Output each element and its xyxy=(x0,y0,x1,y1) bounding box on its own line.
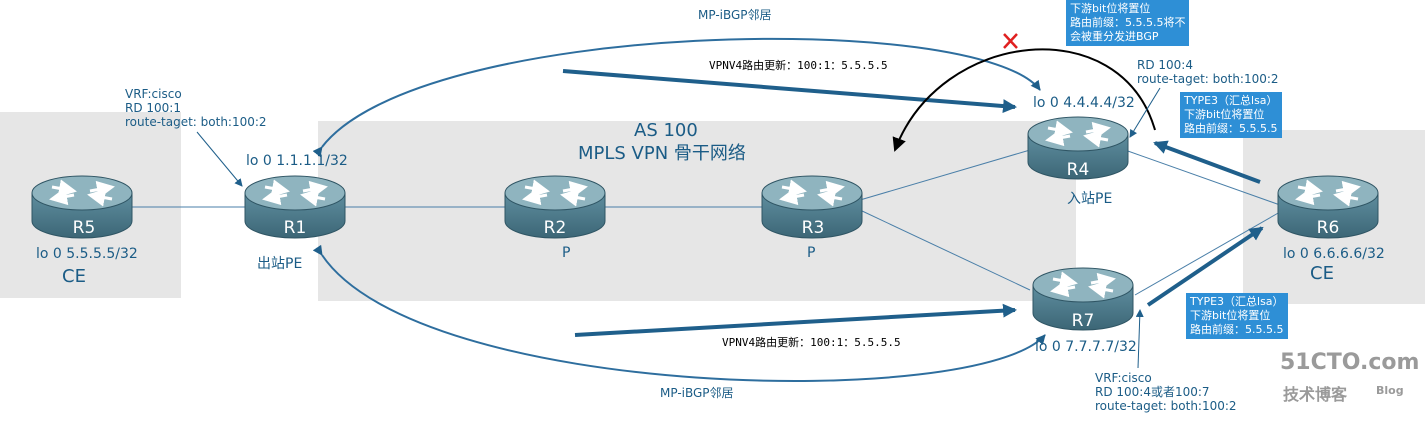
callout-redistribution: 下游bit位将置位 路由前缀：5.5.5.5将不 会被重分发进BGP xyxy=(1066,0,1190,46)
watermark-site: 51CTO.com xyxy=(1280,350,1420,375)
as-title: AS 100 xyxy=(634,120,698,141)
link-r3-r4 xyxy=(859,149,1031,201)
callout-lsa-r7: TYPE3（汇总lsa） 下游bit位将置位 路由前缀：5.5.5.5 xyxy=(1186,293,1288,339)
router-r3-icon xyxy=(761,175,863,239)
r4-name: R4 xyxy=(1066,160,1090,180)
vrf-r1-line: VRF:cisco xyxy=(125,87,182,101)
as-subtitle: MPLS VPN 骨干网络 xyxy=(578,143,746,164)
callout-line: 下游bit位将置位 xyxy=(1070,2,1151,15)
redistribution-blocked-arc xyxy=(892,48,1156,152)
vpnv4-label-top: VPNV4路由更新：100:1：5.5.5.5 xyxy=(709,59,888,72)
mpibgp-label-bottom: MP-iBGP邻居 xyxy=(660,386,734,400)
vpnv4-label-bottom: VPNV4路由更新：100:1：5.5.5.5 xyxy=(722,336,901,349)
callout-line: 路由前缀：5.5.5.5 xyxy=(1184,122,1278,135)
callout-line: TYPE3（汇总lsa） xyxy=(1190,295,1284,308)
vrf-r7-line: route-taget: both:100:2 xyxy=(1095,399,1237,413)
vpnv4-arrow-bottom xyxy=(574,303,1017,337)
r4-loopback: lo 0 4.4.4.4/32 xyxy=(1033,95,1135,111)
r5-role: CE xyxy=(62,266,86,287)
callout-line: 下游bit位将置位 xyxy=(1184,108,1265,121)
blocked-cross-icon xyxy=(1003,33,1018,49)
router-r7-icon xyxy=(1032,267,1134,331)
lsa-arrow-r6-r7 xyxy=(1146,226,1264,307)
r6-name: R6 xyxy=(1316,218,1340,238)
pointer-vrf-r7 xyxy=(1135,309,1144,369)
router-r1-icon xyxy=(244,175,346,239)
vpnv4-arrow-top xyxy=(562,69,1017,114)
note-pointers xyxy=(196,87,1161,369)
mpibgp-arc-top xyxy=(312,37,1041,158)
mpibgp-arc-bottom xyxy=(312,244,1046,382)
watermark-sub: 技术博客 xyxy=(1283,385,1348,404)
r5-name: R5 xyxy=(72,218,96,238)
vrf-r7-line: VRF:cisco xyxy=(1095,371,1152,385)
router-r4-icon xyxy=(1027,116,1129,180)
routers xyxy=(31,116,1379,331)
r4-role: 入站PE xyxy=(1067,191,1113,207)
r2-name: R2 xyxy=(543,218,567,238)
vrf-r4-line: RD 100:4 xyxy=(1137,58,1193,72)
vrf-r4-line: route-taget: both:100:2 xyxy=(1137,72,1279,86)
r7-name: R7 xyxy=(1071,311,1095,331)
router-r6-icon xyxy=(1277,175,1379,239)
pointer-vrf-r1 xyxy=(196,131,243,187)
vrf-r1-line: RD 100:1 xyxy=(125,101,181,115)
link-r3-r7 xyxy=(859,209,1031,291)
r7-loopback: lo 0 7.7.7.7/32 xyxy=(1035,339,1137,355)
router-r5-icon xyxy=(31,175,133,239)
vrf-note-r4: RD 100:4 route-taget: both:100:2 xyxy=(1137,58,1279,86)
vrf-note-r1: VRF:cisco RD 100:1 route-taget: both:100… xyxy=(125,87,267,129)
callout-line: 会被重分发进BGP xyxy=(1070,30,1159,43)
lsa-arrow-r6-r4 xyxy=(1153,140,1261,184)
callout-line: 路由前缀：5.5.5.5 xyxy=(1190,323,1284,336)
vrf-r7-line: RD 100:4或者100:7 xyxy=(1095,385,1210,399)
callout-line: 路由前缀：5.5.5.5将不 xyxy=(1070,16,1186,29)
router-r2-icon xyxy=(504,175,606,239)
link-r7-r6 xyxy=(1134,211,1281,296)
pointer-vrf-r4 xyxy=(1129,87,1161,138)
vrf-note-r7: VRF:cisco RD 100:4或者100:7 route-taget: b… xyxy=(1095,371,1237,413)
vrf-r1-line: route-taget: both:100:2 xyxy=(125,115,267,129)
r3-name: R3 xyxy=(801,218,825,238)
callout-line: TYPE3（汇总lsa） xyxy=(1184,94,1278,107)
r3-role: P xyxy=(807,245,816,261)
callout-lsa-r4: TYPE3（汇总lsa） 下游bit位将置位 路由前缀：5.5.5.5 xyxy=(1180,92,1282,138)
r1-role: 出站PE xyxy=(257,256,303,272)
r6-loopback: lo 0 6.6.6.6/32 xyxy=(1283,246,1385,262)
r1-name: R1 xyxy=(283,218,307,238)
mpibgp-label-top: MP-iBGP邻居 xyxy=(698,8,772,22)
watermark-blog: Blog xyxy=(1376,384,1404,397)
r5-loopback: lo 0 5.5.5.5/32 xyxy=(36,246,138,262)
r1-loopback: lo 0 1.1.1.1/32 xyxy=(246,153,348,169)
callout-line: 下游bit位将置位 xyxy=(1190,309,1271,322)
link-r4-r6 xyxy=(1124,149,1281,206)
r6-role: CE xyxy=(1310,263,1334,284)
r2-role: P xyxy=(562,245,571,261)
